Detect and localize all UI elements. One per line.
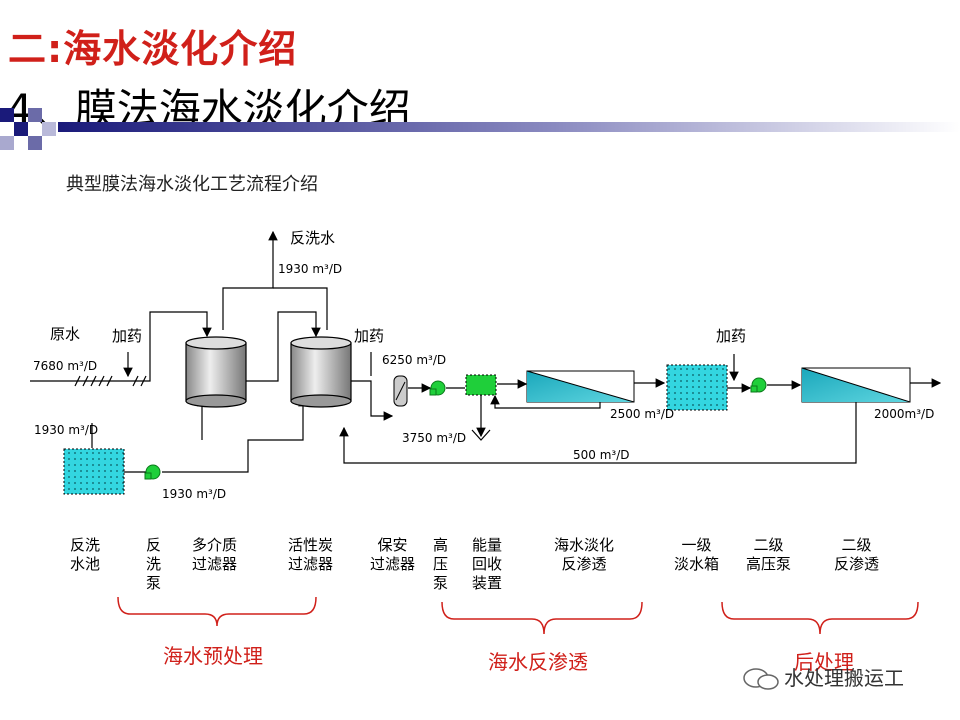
cartridge-filter bbox=[393, 375, 408, 407]
flow-6250: 6250 m³/D bbox=[382, 353, 447, 367]
raw-water-label: 原水 bbox=[50, 325, 81, 343]
first-stage-product-tank bbox=[666, 364, 728, 411]
watermark-text: 水处理搬运工 bbox=[784, 666, 904, 690]
dosing-label-2: 加药 bbox=[354, 327, 385, 345]
wechat-icon bbox=[743, 668, 779, 690]
flow-tank: 1930 m³/D bbox=[34, 423, 99, 437]
flow-backwash: 1930 m³/D bbox=[278, 262, 343, 276]
group-label-post-treatment: 后处理 bbox=[794, 650, 854, 674]
component-label: 二级 反渗透 bbox=[834, 536, 880, 573]
component-label: 反 洗 泵 bbox=[146, 536, 162, 592]
flow-500: 500 m³/D bbox=[573, 448, 630, 462]
dosing-label-1: 加药 bbox=[112, 327, 143, 345]
energy-recovery-device bbox=[465, 374, 497, 396]
backwash-tank bbox=[63, 448, 125, 495]
component-label: 反洗 水池 bbox=[70, 536, 101, 573]
component-label: 多介质 过滤器 bbox=[192, 536, 238, 573]
group-label-pretreatment: 海水预处理 bbox=[163, 644, 263, 668]
component-label: 保安 过滤器 bbox=[370, 536, 416, 573]
pump-icons bbox=[144, 377, 767, 480]
component-label: 高 压 泵 bbox=[433, 536, 449, 592]
slide-title: 二:海水淡化介绍 bbox=[8, 27, 298, 71]
ro-membrane-2 bbox=[801, 367, 911, 403]
activated-carbon-filter bbox=[290, 336, 352, 408]
flow-raw: 7680 m³/D bbox=[33, 359, 98, 373]
backwash-water-label: 反洗水 bbox=[290, 229, 336, 247]
diagram-caption: 典型膜法海水淡化工艺流程介绍 bbox=[66, 174, 318, 195]
component-label: 活性炭 过滤器 bbox=[288, 536, 334, 573]
ro-membrane-1 bbox=[526, 370, 635, 403]
component-label: 一级 淡水箱 bbox=[674, 536, 720, 573]
flow-3750: 3750 m³/D bbox=[402, 431, 467, 445]
component-label: 能量 回收 装置 bbox=[472, 536, 503, 592]
flow-2500: 2500 m³/D bbox=[610, 407, 675, 421]
flow-pump: 1930 m³/D bbox=[162, 487, 227, 501]
component-label: 海水淡化 反渗透 bbox=[554, 536, 615, 573]
component-label: 二级 高压泵 bbox=[746, 536, 792, 573]
multimedia-filter bbox=[185, 336, 247, 408]
title-decoration bbox=[0, 108, 960, 150]
group-label-reverse-osmosis: 海水反渗透 bbox=[488, 650, 588, 674]
dosing-label-3: 加药 bbox=[716, 327, 747, 345]
flow-2000: 2000m³/D bbox=[874, 407, 935, 421]
